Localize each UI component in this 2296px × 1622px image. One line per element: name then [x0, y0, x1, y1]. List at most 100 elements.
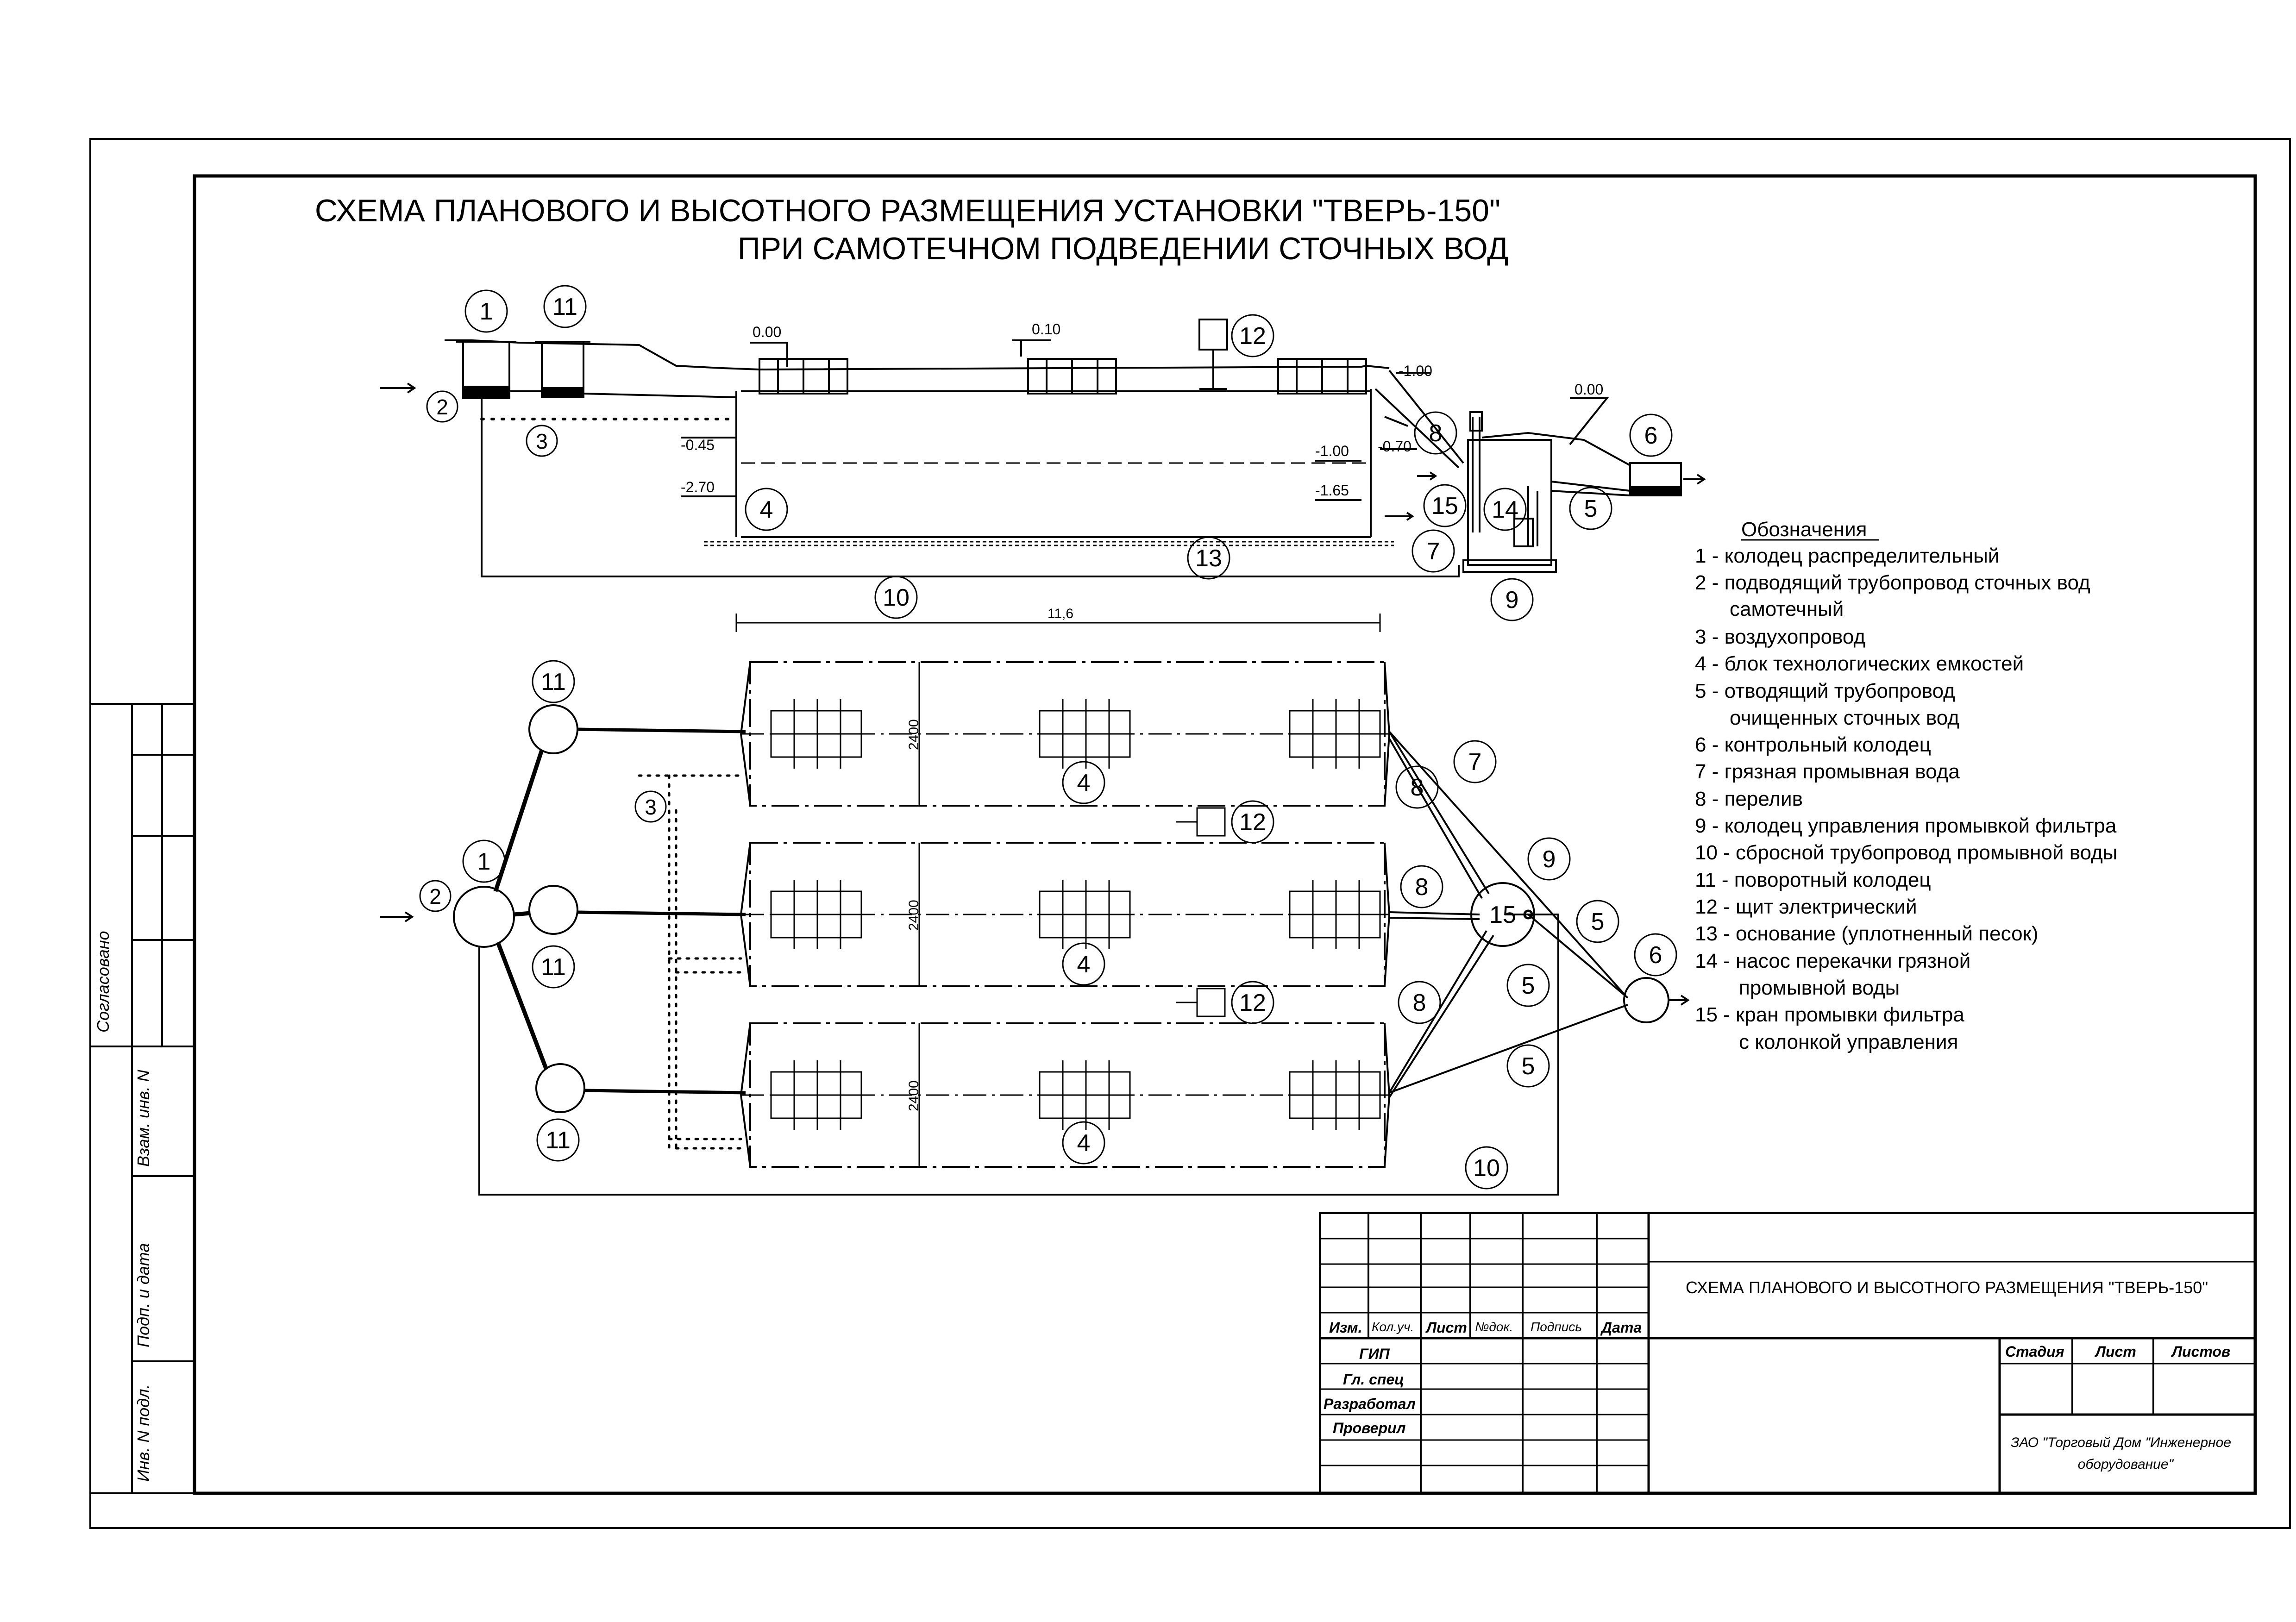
legend-item: 2 - подводящий трубопровод сточных вод: [1695, 571, 2090, 594]
tb-prover: Проверил: [1333, 1420, 1406, 1436]
callout-bubble: [1490, 578, 1534, 621]
callout-number: 3: [645, 795, 657, 819]
level-label: 0.10: [1032, 321, 1060, 338]
legend-item: 6 - контрольный колодец: [1695, 733, 1931, 756]
callout-bubble: [1231, 981, 1274, 1024]
callout-bubble: [532, 660, 575, 703]
callout-bubble: [1395, 765, 1439, 809]
tb-ndok: №док.: [1475, 1320, 1513, 1334]
callout-bubble: [1634, 933, 1677, 977]
legend-item: промывной воды: [1739, 977, 1900, 999]
legend-item: 10 - сбросной трубопровод промывной воды: [1695, 841, 2117, 864]
callout-number: 14: [1492, 496, 1518, 523]
callout-bubble: [1231, 800, 1274, 844]
callout-bubble: [1629, 413, 1673, 457]
level-label: -0.70: [1378, 438, 1411, 455]
callout-number: 12: [1239, 809, 1266, 836]
callout-bubble: [462, 839, 506, 883]
stamp-vzam-inv: Взам. инв. N: [134, 1069, 153, 1167]
title-line-1: СХЕМА ПЛАНОВОГО И ВЫСОТНОГО РАЗМЕЩЕНИЯ У…: [315, 193, 1500, 228]
legend-item: очищенных сточных вод: [1730, 707, 1959, 729]
callout-bubble: [1187, 536, 1230, 580]
tb-list: Лист: [1425, 1319, 1467, 1336]
callout-number: 10: [1473, 1155, 1500, 1182]
dimension-label: 11,6: [1048, 606, 1073, 621]
legend-item: 13 - основание (уплотненный песок): [1695, 922, 2038, 945]
electrical-panel-icon: [1176, 807, 1226, 1017]
tb-podpis: Подпись: [1531, 1320, 1582, 1334]
tb-kolvo: Кол.уч.: [1372, 1320, 1414, 1334]
callout-bubble: [543, 285, 587, 328]
callout-bubble: [1423, 484, 1467, 527]
callout-number: 11: [541, 669, 566, 695]
level-label: -0.45: [681, 437, 715, 453]
callout-bubble: [874, 576, 918, 619]
title-block-text: Изм. Кол.уч. Лист №док. Подпись Дата ГИП…: [1324, 1319, 2231, 1472]
legend-item: 11 - поворотный колодец: [1695, 869, 1931, 891]
callout-bubble: [536, 1118, 580, 1162]
tb-list2: Лист: [2095, 1343, 2136, 1360]
tb-stadiya: Стадия: [2005, 1343, 2064, 1360]
callout-bubble: [1506, 1044, 1550, 1088]
callout-bubble: [1411, 529, 1455, 573]
callout-number: 8: [1415, 874, 1429, 901]
title-block: [1319, 1212, 2256, 1494]
callout-number: 1: [480, 298, 493, 325]
stamp-inv-podl: Инв. N подл.: [134, 1384, 153, 1482]
callout-bubble: [745, 488, 788, 531]
callout-number: 11: [552, 294, 577, 320]
level-label: -2.70: [681, 479, 715, 495]
callout-number: 11: [546, 1127, 571, 1154]
level-label: -1.00: [1399, 363, 1432, 379]
callout-number: 7: [1427, 538, 1440, 565]
title-line-2: ПРИ САМОТЕЧНОМ ПОДВЕДЕНИИ СТОЧНЫХ ВОД: [738, 231, 1509, 266]
callout-bubble: [1062, 942, 1105, 986]
legend-item: 7 - грязная промывная вода: [1695, 760, 1960, 783]
level-label: 0.00: [753, 324, 781, 340]
level-label: 0.00: [1575, 381, 1603, 398]
callout-bubble: [1483, 488, 1527, 531]
legend-item: 4 - блок технологических емкостей: [1695, 652, 2024, 675]
callout-number: 3: [536, 429, 548, 453]
tb-razrab: Разработал: [1324, 1396, 1416, 1412]
callout-number: 10: [883, 584, 910, 611]
callout-number: 8: [1413, 989, 1426, 1016]
legend: Обозначения 1 - колодец распределительны…: [1695, 518, 2117, 1053]
callout-number: 4: [1077, 770, 1091, 796]
callout-number: 1: [477, 848, 491, 875]
callout-bubble: [419, 880, 452, 912]
callout-number: 5: [1584, 495, 1598, 522]
callout-number: 7: [1468, 749, 1482, 776]
width-dimension: 2400: [906, 719, 922, 750]
callout-bubble: [634, 790, 667, 823]
callout-bubble: [1062, 1121, 1105, 1165]
callout-bubble: [1465, 1146, 1508, 1190]
legend-heading: Обозначения: [1741, 518, 1867, 541]
callout-bubble: [464, 289, 508, 333]
legend-item: с колонкой управления: [1739, 1031, 1958, 1053]
callout-bubble: [1062, 761, 1105, 804]
callout-number: 4: [760, 496, 773, 523]
callout-bubble: [1506, 964, 1550, 1007]
width-dimension: 2400: [906, 900, 922, 931]
callout-bubble: [1400, 865, 1443, 908]
manhole-grids: [770, 699, 1381, 1130]
tb-data: Дата: [1600, 1319, 1642, 1336]
callout-number: 5: [1591, 908, 1605, 935]
level-label: -1.65: [1315, 482, 1349, 499]
callout-number: 2: [436, 395, 448, 419]
callout-bubble: [1414, 411, 1457, 455]
legend-item: 8 - перелив: [1695, 788, 1803, 810]
callout-bubble: [1576, 900, 1619, 943]
tb-listov: Листов: [2171, 1343, 2230, 1360]
dimension-line: [735, 614, 1381, 632]
callout-number: 15: [1489, 902, 1516, 928]
legend-item: 14 - насос перекачки грязной: [1695, 950, 1970, 972]
legend-item: 5 - отводящий трубопровод: [1695, 680, 1955, 702]
legend-item: 9 - колодец управления промывкой фильтра: [1695, 814, 2117, 837]
side-stamp: [89, 703, 195, 1494]
callout-number: 6: [1644, 422, 1658, 449]
callout-number: 2: [429, 884, 441, 908]
callout-bubble: [532, 945, 575, 989]
